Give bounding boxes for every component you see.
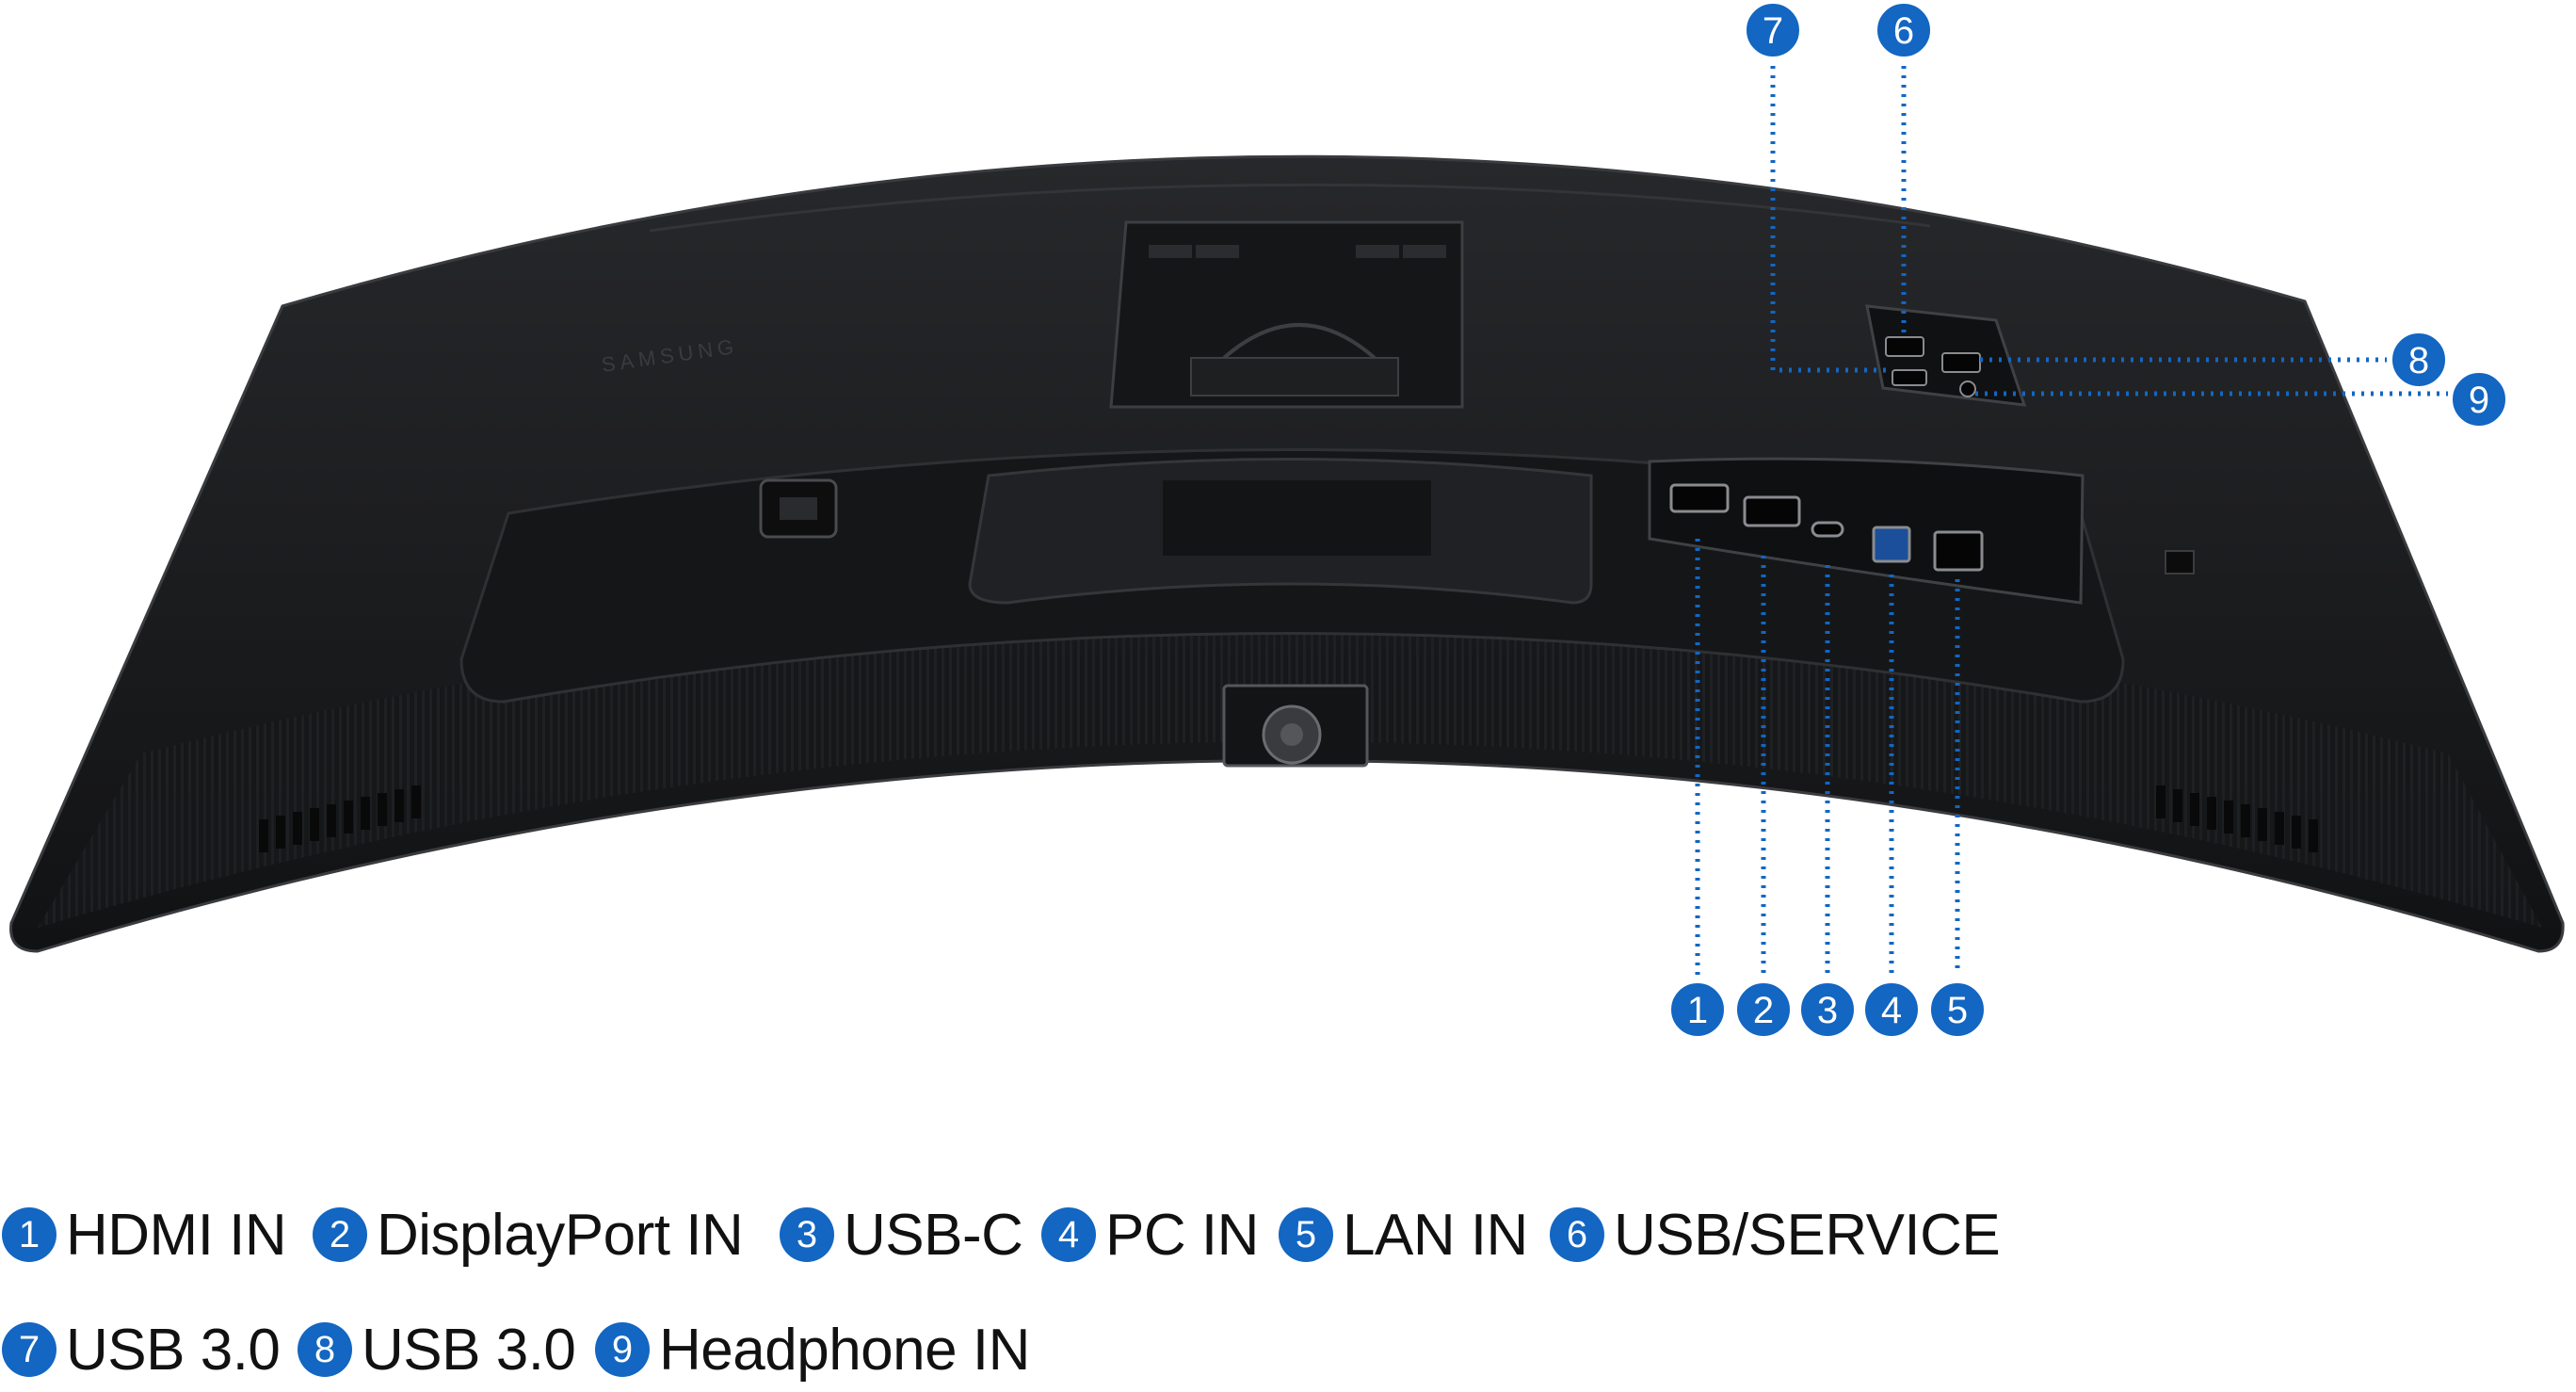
power-socket-pins bbox=[780, 497, 817, 520]
cover-window bbox=[1163, 480, 1431, 556]
legend-label: LAN IN bbox=[1343, 1202, 1528, 1268]
leader-lines bbox=[1695, 57, 2448, 975]
usb-port-a bbox=[1885, 336, 1924, 357]
lock-slot bbox=[2165, 550, 2195, 575]
mount-base bbox=[1190, 357, 1399, 397]
callout-8: 8 bbox=[2389, 330, 2449, 390]
top-seam bbox=[649, 183, 1931, 233]
legend-item-pc-in: 4 PC IN bbox=[1041, 1192, 1259, 1277]
legend-badge: 6 bbox=[1550, 1207, 1604, 1262]
svg-text:5: 5 bbox=[1947, 990, 1968, 1031]
mount-slot bbox=[1149, 245, 1192, 258]
legend-label: Headphone IN bbox=[659, 1317, 1030, 1383]
mount-slot bbox=[1356, 245, 1399, 258]
svg-text:8: 8 bbox=[2408, 340, 2429, 381]
legend-label: DisplayPort IN bbox=[377, 1202, 744, 1268]
legend-label: PC IN bbox=[1105, 1202, 1259, 1268]
svg-text:4: 4 bbox=[1881, 990, 1902, 1031]
callout-2: 2 bbox=[1733, 979, 1794, 1040]
lan-port bbox=[1933, 530, 1984, 572]
legend-item-usb-service: 6 USB/SERVICE bbox=[1550, 1192, 2001, 1277]
right-vent bbox=[2156, 785, 2318, 852]
legend-item-usb-3-0-b: 8 USB 3.0 bbox=[298, 1307, 576, 1392]
legend-item-usb-3-0-a: 7 USB 3.0 bbox=[2, 1307, 281, 1392]
svg-text:9: 9 bbox=[2469, 380, 2489, 421]
legend-item-hdmi-in: 1 HDMI IN bbox=[2, 1192, 287, 1277]
usb-port-c bbox=[1892, 369, 1927, 386]
mount-hook bbox=[1222, 323, 1377, 360]
legend-badge: 8 bbox=[298, 1322, 352, 1377]
legend-row-1: 1 HDMI IN 2 DisplayPort IN 3 USB-C 4 PC … bbox=[0, 1192, 2576, 1277]
legend-badge: 3 bbox=[780, 1207, 834, 1262]
usb-c-port bbox=[1811, 521, 1844, 538]
svg-text:3: 3 bbox=[1817, 990, 1838, 1031]
legend-label: USB 3.0 bbox=[362, 1317, 576, 1383]
usb-port-b bbox=[1941, 352, 1981, 373]
legend-badge: 4 bbox=[1041, 1207, 1096, 1262]
headphone-jack bbox=[1959, 380, 1976, 397]
callout-6: 6 bbox=[1874, 0, 1934, 60]
legend-label: USB/SERVICE bbox=[1614, 1202, 2001, 1268]
mount-slot bbox=[1196, 245, 1239, 258]
legend-badge: 5 bbox=[1279, 1207, 1333, 1262]
legend-item-lan-in: 5 LAN IN bbox=[1279, 1192, 1528, 1277]
displayport-port bbox=[1743, 495, 1801, 527]
legend-item-displayport-in: 2 DisplayPort IN bbox=[313, 1192, 744, 1277]
svg-text:7: 7 bbox=[1763, 10, 1783, 52]
callout-7: 7 bbox=[1743, 0, 1803, 60]
svg-text:1: 1 bbox=[1687, 990, 1708, 1031]
hdmi-port bbox=[1669, 483, 1730, 513]
legend-item-headphone-in: 9 Headphone IN bbox=[595, 1307, 1030, 1392]
callout-3: 3 bbox=[1797, 979, 1858, 1040]
legend-badge: 1 bbox=[2, 1207, 56, 1262]
legend-item-usb-c: 3 USB-C bbox=[780, 1192, 1023, 1277]
pc-in-port bbox=[1872, 526, 1911, 563]
mount-slot bbox=[1403, 245, 1446, 258]
callout-4: 4 bbox=[1861, 979, 1922, 1040]
callout-9: 9 bbox=[2449, 369, 2509, 429]
legend-badge: 2 bbox=[313, 1207, 367, 1262]
legend-label: USB 3.0 bbox=[66, 1317, 281, 1383]
legend-label: HDMI IN bbox=[66, 1202, 287, 1268]
legend-badge: 9 bbox=[595, 1322, 650, 1377]
legend-row-2: 7 USB 3.0 8 USB 3.0 9 Headphone IN bbox=[0, 1307, 2576, 1392]
joystick-center bbox=[1280, 723, 1303, 746]
left-vent bbox=[259, 785, 421, 852]
svg-text:6: 6 bbox=[1893, 10, 1914, 52]
svg-text:2: 2 bbox=[1753, 990, 1774, 1031]
legend-badge: 7 bbox=[2, 1322, 56, 1377]
ribbed-band bbox=[38, 607, 2542, 928]
callout-5: 5 bbox=[1927, 979, 1988, 1040]
legend-label: USB-C bbox=[844, 1202, 1023, 1268]
callout-1: 1 bbox=[1667, 979, 1728, 1040]
